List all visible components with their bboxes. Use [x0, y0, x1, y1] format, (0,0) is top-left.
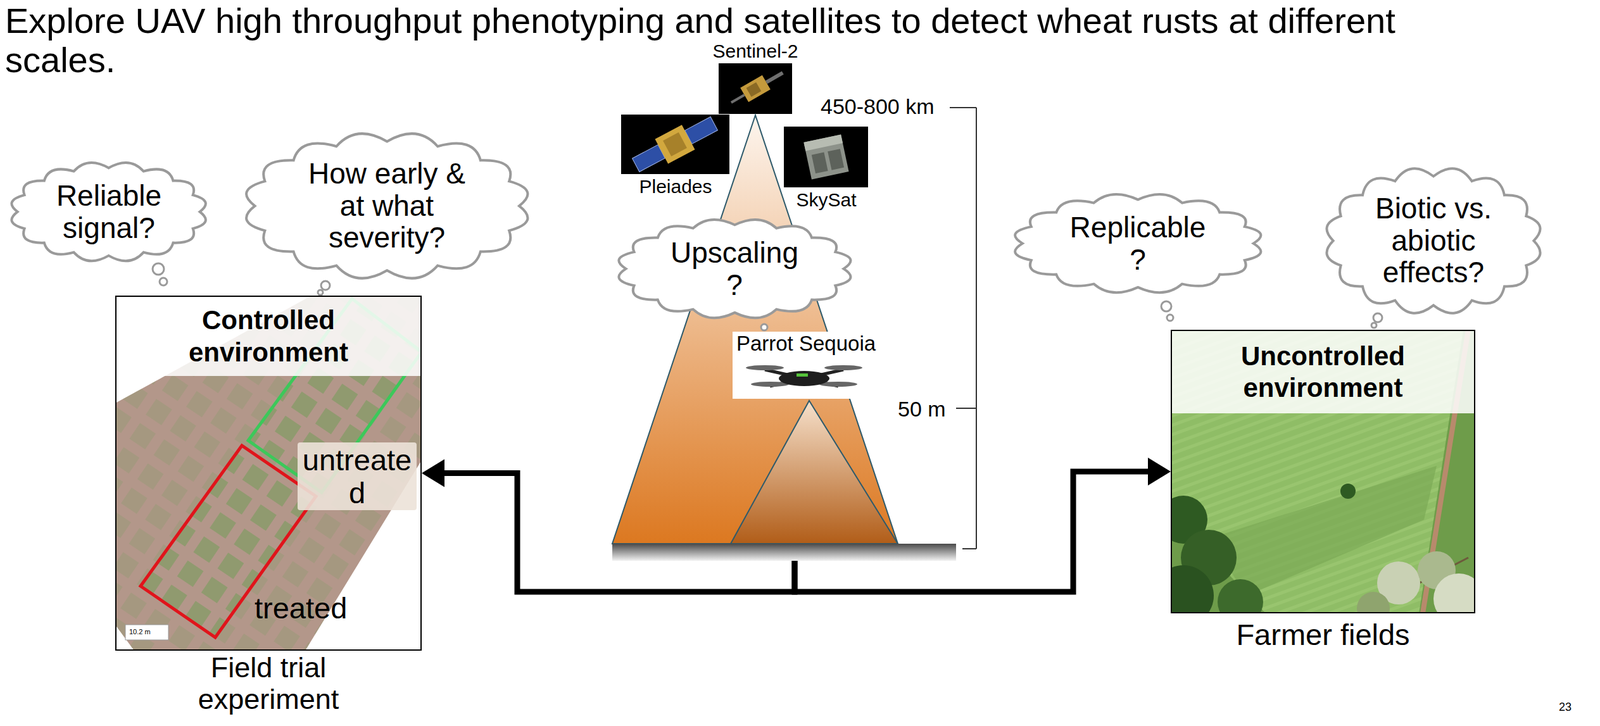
- label-holder: Sentinel-2: [712, 40, 798, 62]
- annotation-label: 450-800 km: [820, 94, 935, 119]
- header-band: Uncontrolled environment: [1171, 331, 1475, 414]
- connector-line: [444, 473, 795, 593]
- annotation-label: Sentinel-2: [712, 40, 798, 62]
- label-holder: 10.2 m: [129, 628, 151, 636]
- annotation-label: 10.2 m: [129, 628, 151, 636]
- box-caption: Farmer fields: [1170, 618, 1476, 652]
- annotation-label: 23: [1558, 701, 1572, 715]
- label-holder: Pleiades: [638, 176, 712, 197]
- cloud-text: Upscaling ?: [669, 236, 800, 301]
- photo-box: Controlled environmentField trial experi…: [115, 295, 422, 651]
- cloud-text-column: Upscaling ?: [669, 236, 800, 301]
- cloud-path: [618, 219, 851, 318]
- skysat-icon: [783, 126, 869, 188]
- plot-label: untreated: [297, 442, 417, 511]
- photo-box: Uncontrolled environmentFarmer fields: [1170, 329, 1476, 614]
- caption-holder: Farmer fields: [1170, 618, 1476, 652]
- cloud-text-column: Reliable signal?: [55, 179, 163, 244]
- cloud-text: Biotic vs. abiotic effects?: [1374, 192, 1493, 289]
- cloud-text-column: How early & at what severity?: [307, 157, 467, 254]
- plot-label-text: untreated: [300, 443, 415, 510]
- cloud-path: [246, 133, 528, 278]
- plot-label: treated: [254, 592, 347, 625]
- cloud-path: [1326, 168, 1540, 313]
- drone-icon: [732, 331, 880, 399]
- platform-label-holder: Parrot Sequoia: [732, 331, 880, 356]
- title-box: Explore UAV high throughput phenotyping …: [5, 1, 1462, 80]
- connector: [794, 457, 1171, 593]
- annotation-label: Pleiades: [638, 176, 712, 197]
- scale-pyramid: [612, 115, 957, 561]
- box-caption: Field trial experiment: [163, 652, 373, 715]
- header-band: Controlled environment: [116, 296, 421, 377]
- cloud-path: [12, 162, 206, 261]
- cloud-path: [1014, 194, 1261, 293]
- thought-cloud: Replicable ?: [1006, 188, 1270, 299]
- arrow-head: [421, 459, 445, 488]
- arrow-head: [1147, 457, 1171, 486]
- cloud-text: Reliable signal?: [55, 179, 163, 244]
- platform-label: Parrot Sequoia: [732, 331, 880, 356]
- label-holder: 50 m: [897, 397, 946, 422]
- label-holder: SkySat: [795, 189, 857, 211]
- cloud-text-column: Biotic vs. abiotic effects?: [1374, 192, 1493, 289]
- cloud-text: Replicable ?: [1068, 211, 1207, 276]
- sentinel-icon: [718, 63, 793, 114]
- thought-cloud: Reliable signal?: [5, 157, 213, 267]
- cloud-text-column: Replicable ?: [1068, 211, 1207, 276]
- box-heading: Controlled environment: [116, 304, 421, 369]
- annotation-label: 50 m: [897, 397, 946, 422]
- pleiades-icon: [621, 111, 730, 178]
- label-holder: 23: [1558, 701, 1572, 715]
- field-trial-photo: [115, 295, 422, 651]
- connector-line: [794, 471, 1148, 593]
- cloud-text: How early & at what severity?: [307, 157, 467, 254]
- farmer-field-photo: [1170, 329, 1476, 614]
- slide-title: Explore UAV high throughput phenotyping …: [5, 1, 1462, 80]
- box-heading: Uncontrolled environment: [1171, 340, 1475, 405]
- height-bracket: [949, 107, 977, 549]
- thought-cloud: How early & at what severity?: [236, 125, 538, 287]
- annotation-label: SkySat: [795, 189, 857, 211]
- plot-label-text: treated: [254, 592, 347, 625]
- caption-holder: Field trial experiment: [163, 652, 373, 715]
- thought-cloud: Upscaling ?: [611, 214, 859, 324]
- connector: [421, 459, 795, 593]
- label-holder: 450-800 km: [820, 94, 935, 119]
- thought-cloud: Biotic vs. abiotic effects?: [1319, 160, 1548, 322]
